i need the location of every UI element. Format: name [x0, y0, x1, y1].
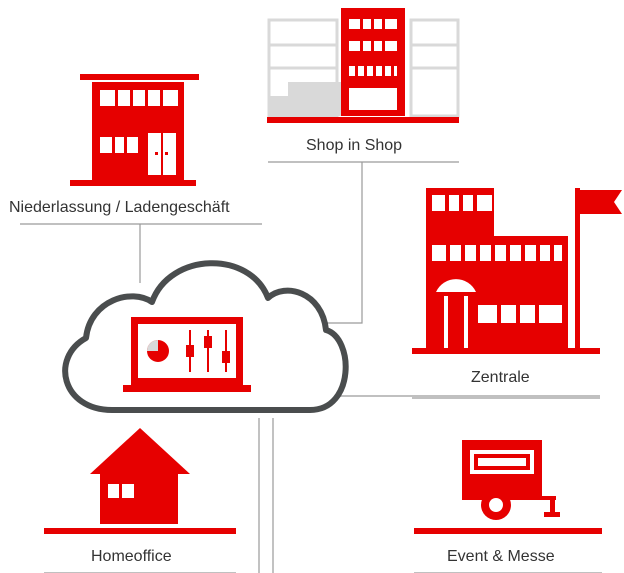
label-shop-in-shop: Shop in Shop	[306, 137, 403, 154]
label-branch: Niederlassung / Ladengeschäft	[9, 199, 230, 216]
trailer-icon	[414, 440, 602, 534]
connector-lines	[20, 161, 602, 573]
label-headquarters: Zentrale	[471, 369, 530, 386]
label-homeoffice: Homeoffice	[91, 548, 172, 565]
house-icon	[44, 428, 236, 534]
storefront-building-icon	[70, 74, 199, 186]
cloud-laptop-dashboard-icon	[62, 260, 349, 413]
shop-shelves-icon	[267, 8, 460, 123]
headquarters-building-flag-icon	[412, 188, 622, 354]
label-event: Event & Messe	[447, 548, 555, 565]
